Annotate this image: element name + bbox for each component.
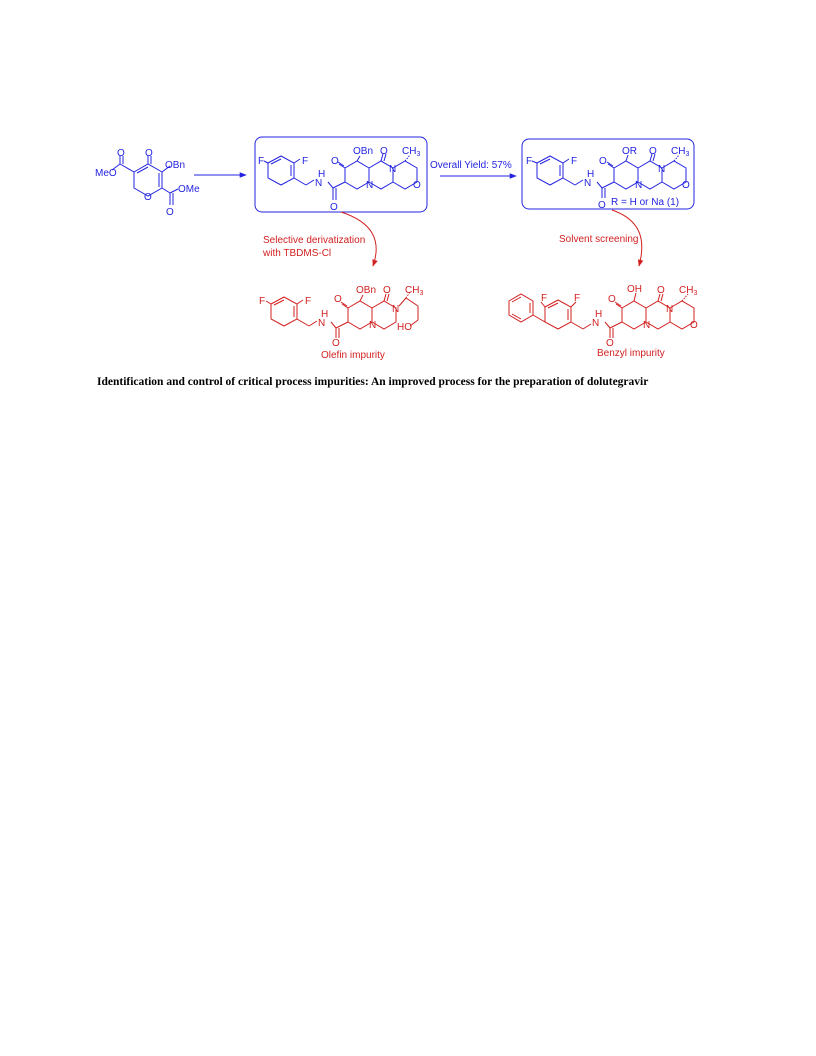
label-nh-n: N <box>592 318 599 329</box>
label-obn: OBn <box>165 160 185 171</box>
label-ester-carbonyl-o: O <box>117 148 125 159</box>
product-box <box>521 138 695 210</box>
label-nh-n: N <box>318 318 325 329</box>
label-f-right: F <box>302 156 308 167</box>
label-chain-n: N <box>392 304 399 315</box>
label-ketone-o: O <box>599 156 607 167</box>
label-ketone-o: O <box>145 148 153 159</box>
label-amide-carbonyl-o: O <box>598 200 606 211</box>
label-morph-n: N <box>389 164 396 175</box>
label-morph-o: O <box>413 180 421 191</box>
label-nh-n: N <box>315 178 322 189</box>
label-morph-n: N <box>658 164 665 175</box>
label-ring-n: N <box>635 180 642 191</box>
r-definition: R = H or Na (1) <box>611 197 679 208</box>
label-ring-n: N <box>369 320 376 331</box>
curved-arrow-olefin <box>340 211 378 267</box>
label-amide-carbonyl-o: O <box>330 202 338 213</box>
reaction-scheme: MeO O O OBn O OMe O <box>95 136 698 361</box>
label-ch3: CH3 <box>405 285 423 297</box>
tbdms-label: with TBDMS-Cl <box>262 248 331 259</box>
label-f-left: F <box>258 156 264 167</box>
label-morph-o: O <box>690 320 698 331</box>
olefin-impurity-name: Olefin impurity <box>321 350 385 361</box>
label-morph-n: N <box>666 304 673 315</box>
label-or: OR <box>622 146 637 157</box>
label-nh-h: H <box>318 169 325 180</box>
label-amide-carbonyl-o: O <box>606 338 614 349</box>
label-nh-h: H <box>587 169 594 180</box>
label-nh-h: H <box>321 309 328 320</box>
benzyl-impurity: F F O OH O CH3 H N N N O O Benzyl impuri… <box>508 284 698 359</box>
label-ring-n: N <box>643 320 650 331</box>
label-ch3: CH3 <box>402 146 420 158</box>
label-amide-top-o: O <box>380 146 388 157</box>
label-top-o: O <box>383 285 391 296</box>
label-nh-h: H <box>595 309 602 320</box>
label-ch3: CH3 <box>671 146 689 158</box>
label-f-right: F <box>305 296 311 307</box>
label-ho: HO <box>397 322 412 333</box>
label-f-left: F <box>259 296 265 307</box>
benzyl-impurity-name: Benzyl impurity <box>597 348 665 359</box>
label-amide-carbonyl-o: O <box>332 338 340 349</box>
label-f-right: F <box>574 293 580 304</box>
selective-derivatization-label: Selective derivatization <box>263 235 365 246</box>
label-ketone-o: O <box>334 294 342 305</box>
starting-material: MeO O O OBn O OMe O <box>95 148 200 218</box>
label-ketone-o: O <box>331 156 339 167</box>
label-f-right: F <box>571 156 577 167</box>
label-ch3: CH3 <box>679 285 697 297</box>
label-morph-o: O <box>682 180 690 191</box>
label-f-left: F <box>526 156 532 167</box>
label-f-left: F <box>541 293 547 304</box>
figure-caption: Identification and control of critical p… <box>97 376 649 388</box>
curved-arrow-benzyl <box>611 209 644 267</box>
olefin-impurity: F F O OBn O CH3 H N N N HO O Olefin impu… <box>259 285 423 361</box>
overall-yield-label: Overall Yield: 57% <box>430 160 512 171</box>
label-top-o: O <box>657 285 665 296</box>
label-ring-n: N <box>366 180 373 191</box>
dolutegravir-product: F F O OR O CH3 H N N N O O R = H or Na (… <box>521 138 695 211</box>
label-meo: MeO <box>95 168 117 179</box>
label-ketone-o: O <box>608 294 616 305</box>
protected-intermediate: F F O OBn O CH3 H N N N O O <box>254 136 428 213</box>
label-obn: OBn <box>356 285 376 296</box>
label-top-o: O <box>649 146 657 157</box>
label-nh-n: N <box>584 178 591 189</box>
label-obn: OBn <box>353 146 373 157</box>
label-ome: OMe <box>178 184 200 195</box>
label-oh: OH <box>627 284 642 295</box>
label-ring-o: O <box>144 192 152 203</box>
solvent-screening-label: Solvent screening <box>559 234 639 245</box>
label-ester2-carbonyl-o: O <box>166 207 174 218</box>
